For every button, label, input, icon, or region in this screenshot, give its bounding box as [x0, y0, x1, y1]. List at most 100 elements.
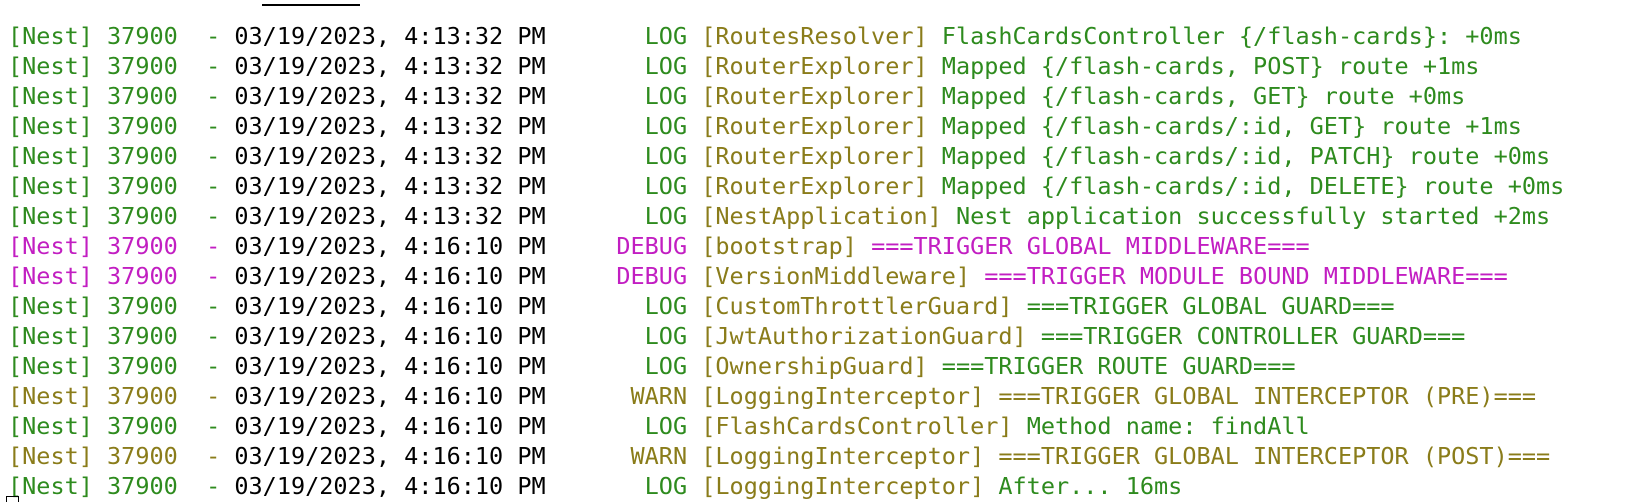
log-timestamp: 03/19/2023, 4:16:10 PM [234, 292, 546, 320]
log-prefix: [Nest] 37900 - [8, 352, 235, 380]
log-timestamp: 03/19/2023, 4:13:32 PM [234, 112, 546, 140]
log-context: [RouterExplorer] [701, 172, 928, 200]
log-line: [Nest] 37900 - 03/19/2023, 4:16:10 PM DEB… [8, 231, 1564, 261]
log-level: LOG [644, 172, 688, 200]
log-context: [CustomThrottlerGuard] [701, 292, 1013, 320]
log-prefix: [Nest] 37900 - [8, 412, 235, 440]
log-context: [JwtAuthorizationGuard] [701, 322, 1027, 350]
log-line: [Nest] 37900 - 03/19/2023, 4:16:10 PM LOG… [8, 351, 1564, 381]
log-level: LOG [644, 22, 688, 50]
divider [262, 4, 360, 6]
log-level: LOG [644, 412, 688, 440]
log-context: [LoggingInterceptor] [701, 442, 985, 470]
log-message: Mapped {/flash-cards, POST} route +1ms [941, 52, 1480, 80]
log-prefix: [Nest] 37900 - [8, 52, 235, 80]
log-message: ===TRIGGER GLOBAL INTERCEPTOR (POST)=== [998, 442, 1551, 470]
log-message: ===TRIGGER GLOBAL INTERCEPTOR (PRE)=== [998, 382, 1537, 410]
log-timestamp: 03/19/2023, 4:16:10 PM [234, 262, 546, 290]
log-timestamp: 03/19/2023, 4:13:32 PM [234, 142, 546, 170]
log-message: Method name: findAll [1026, 412, 1310, 440]
log-prefix: [Nest] 37900 - [8, 322, 235, 350]
log-level: LOG [644, 52, 688, 80]
log-lines: [Nest] 37900 - 03/19/2023, 4:13:32 PM LOG… [8, 21, 1564, 501]
log-message: ===TRIGGER GLOBAL MIDDLEWARE=== [871, 232, 1310, 260]
log-context: [LoggingInterceptor] [701, 472, 985, 500]
log-prefix: [Nest] 37900 - [8, 262, 235, 290]
log-level: LOG [644, 352, 688, 380]
log-level: WARN [630, 442, 688, 470]
log-prefix: [Nest] 37900 - [8, 22, 235, 50]
log-prefix: [Nest] 37900 - [8, 442, 235, 470]
log-message: Mapped {/flash-cards/:id, PATCH} route +… [941, 142, 1551, 170]
log-timestamp: 03/19/2023, 4:13:32 PM [234, 22, 546, 50]
log-line: [Nest] 37900 - 03/19/2023, 4:13:32 PM LOG… [8, 201, 1564, 231]
log-level: DEBUG [616, 262, 688, 290]
log-timestamp: 03/19/2023, 4:16:10 PM [234, 352, 546, 380]
log-level: WARN [630, 382, 688, 410]
log-context: [LoggingInterceptor] [701, 382, 985, 410]
log-timestamp: 03/19/2023, 4:16:10 PM [234, 322, 546, 350]
log-context: [RouterExplorer] [701, 112, 928, 140]
log-context: [RouterExplorer] [701, 52, 928, 80]
log-line: [Nest] 37900 - 03/19/2023, 4:16:10 PM LOG… [8, 321, 1564, 351]
log-context: [VersionMiddleware] [701, 262, 971, 290]
log-line: [Nest] 37900 - 03/19/2023, 4:13:32 PM LOG… [8, 141, 1564, 171]
log-message: Mapped {/flash-cards/:id, DELETE} route … [941, 172, 1565, 200]
log-context: [RouterExplorer] [701, 142, 928, 170]
log-level: LOG [644, 472, 688, 500]
log-timestamp: 03/19/2023, 4:13:32 PM [234, 172, 546, 200]
log-level: LOG [644, 142, 688, 170]
log-line: [Nest] 37900 - 03/19/2023, 4:13:32 PM LOG… [8, 81, 1564, 111]
log-message: Nest application successfully started +2… [955, 202, 1551, 230]
log-line: [Nest] 37900 - 03/19/2023, 4:13:32 PM LOG… [8, 171, 1564, 201]
log-level: DEBUG [616, 232, 688, 260]
log-line: [Nest] 37900 - 03/19/2023, 4:16:10 PM LOG… [8, 411, 1564, 441]
log-timestamp: 03/19/2023, 4:16:10 PM [234, 412, 546, 440]
log-prefix: [Nest] 37900 - [8, 142, 235, 170]
log-timestamp: 03/19/2023, 4:13:32 PM [234, 202, 546, 230]
log-message: ===TRIGGER MODULE BOUND MIDDLEWARE=== [984, 262, 1508, 290]
log-line: [Nest] 37900 - 03/19/2023, 4:16:10 PM LOG… [8, 471, 1564, 501]
log-level: LOG [644, 202, 688, 230]
log-message: ===TRIGGER ROUTE GUARD=== [941, 352, 1296, 380]
log-context: [FlashCardsController] [701, 412, 1013, 440]
log-timestamp: 03/19/2023, 4:16:10 PM [234, 472, 546, 500]
log-message: ===TRIGGER GLOBAL GUARD=== [1026, 292, 1395, 320]
log-timestamp: 03/19/2023, 4:13:32 PM [234, 52, 546, 80]
log-level: LOG [644, 292, 688, 320]
log-context: [OwnershipGuard] [701, 352, 928, 380]
log-timestamp: 03/19/2023, 4:16:10 PM [234, 382, 546, 410]
log-timestamp: 03/19/2023, 4:16:10 PM [234, 232, 546, 260]
log-message: Mapped {/flash-cards/:id, GET} route +1m… [941, 112, 1522, 140]
log-context: [RouterExplorer] [701, 82, 928, 110]
log-message: ===TRIGGER CONTROLLER GUARD=== [1040, 322, 1466, 350]
log-prefix: [Nest] 37900 - [8, 292, 235, 320]
log-line: [Nest] 37900 - 03/19/2023, 4:16:10 PM DEB… [8, 261, 1564, 291]
log-context: [bootstrap] [701, 232, 857, 260]
terminal-cursor [6, 496, 19, 502]
log-level: LOG [644, 322, 688, 350]
log-timestamp: 03/19/2023, 4:13:32 PM [234, 82, 546, 110]
log-prefix: [Nest] 37900 - [8, 382, 235, 410]
log-prefix: [Nest] 37900 - [8, 472, 235, 500]
log-prefix: [Nest] 37900 - [8, 82, 235, 110]
log-line: [Nest] 37900 - 03/19/2023, 4:13:32 PM LOG… [8, 51, 1564, 81]
log-message: FlashCardsController {/flash-cards}: +0m… [941, 22, 1522, 50]
log-line: [Nest] 37900 - 03/19/2023, 4:16:10 PM WAR… [8, 381, 1564, 411]
log-prefix: [Nest] 37900 - [8, 202, 235, 230]
log-line: [Nest] 37900 - 03/19/2023, 4:16:10 PM LOG… [8, 291, 1564, 321]
log-timestamp: 03/19/2023, 4:16:10 PM [234, 442, 546, 470]
log-level: LOG [644, 82, 688, 110]
log-prefix: [Nest] 37900 - [8, 172, 235, 200]
log-message: After... 16ms [998, 472, 1183, 500]
log-context: [NestApplication] [701, 202, 942, 230]
log-line: [Nest] 37900 - 03/19/2023, 4:13:32 PM LOG… [8, 21, 1564, 51]
log-level: LOG [644, 112, 688, 140]
log-message: Mapped {/flash-cards, GET} route +0ms [941, 82, 1466, 110]
log-line: [Nest] 37900 - 03/19/2023, 4:13:32 PM LOG… [8, 111, 1564, 141]
log-context: [RoutesResolver] [701, 22, 928, 50]
log-line: [Nest] 37900 - 03/19/2023, 4:16:10 PM WAR… [8, 441, 1564, 471]
log-prefix: [Nest] 37900 - [8, 232, 235, 260]
log-prefix: [Nest] 37900 - [8, 112, 235, 140]
